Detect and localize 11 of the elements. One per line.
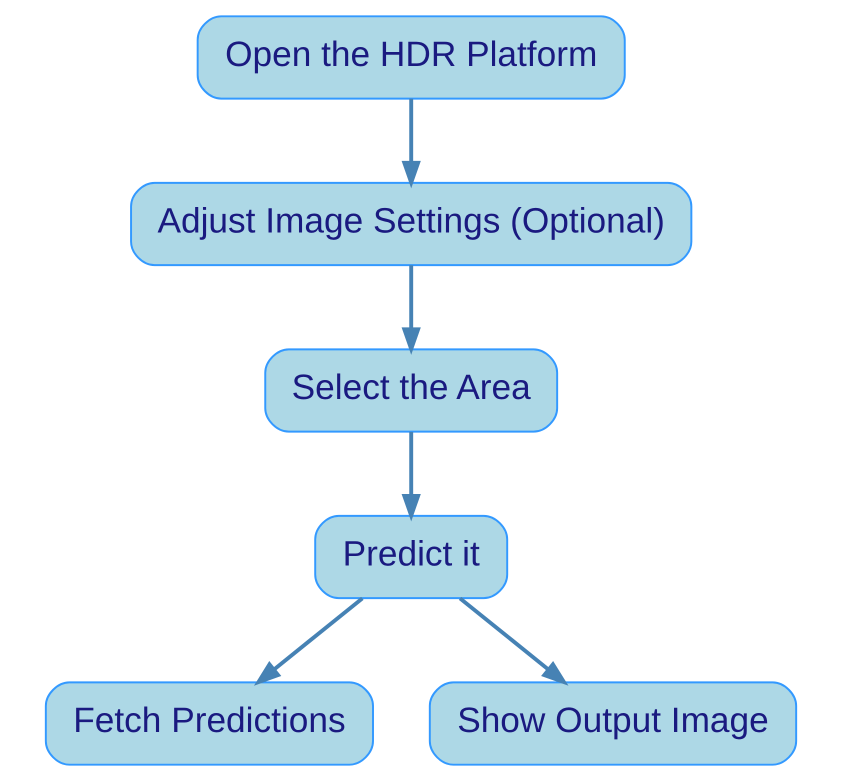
node-box: Open the HDR Platform — [196, 15, 626, 100]
arrow — [402, 98, 421, 188]
node-box: Show Output Image — [428, 681, 798, 766]
node-box: Adjust Image Settings (Optional) — [130, 182, 692, 266]
node-box: Select the Area — [264, 348, 558, 433]
arrow — [402, 432, 421, 522]
arrow — [254, 596, 364, 686]
node-box: Predict it — [314, 514, 508, 600]
arrow — [402, 265, 421, 355]
node-box: Fetch Predictions — [44, 681, 374, 766]
arrow — [458, 596, 569, 686]
